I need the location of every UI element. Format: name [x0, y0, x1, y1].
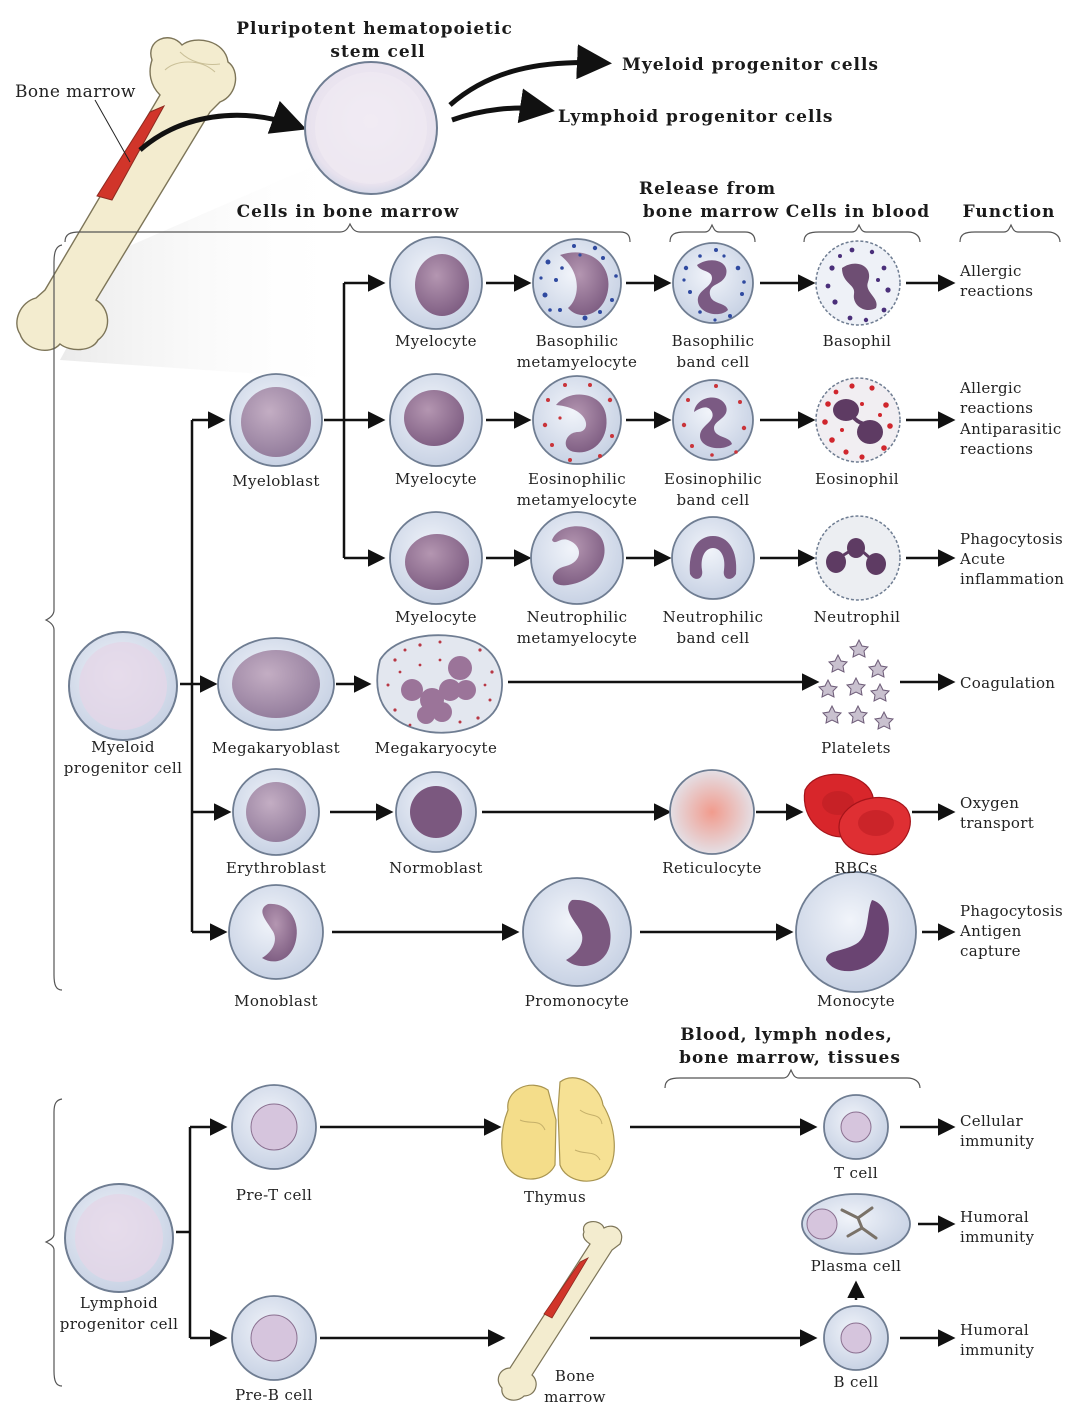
header-braces [64, 222, 1061, 1089]
eosinophil-cell [815, 377, 901, 463]
lymphoid-connectors [176, 1118, 956, 1347]
myelocyte-cell-3 [389, 511, 483, 605]
promonocyte-cell [522, 877, 632, 987]
header-blood-lymph: Blood, lymph nodes, bone marrow, tissues [679, 1025, 901, 1068]
label-thymus: Thymus [524, 1188, 586, 1206]
myelocyte-cell-1 [389, 236, 483, 330]
myeloid-connectors [180, 274, 956, 941]
rbc-cells [803, 773, 911, 856]
label-reticulocyte: Reticulocyte [662, 859, 761, 877]
header-release: Release from bone marrow [639, 179, 783, 222]
pre-t-cell [231, 1084, 317, 1170]
label-plasma-cell: Plasma cell [811, 1257, 902, 1275]
myeloblast-cell [229, 373, 323, 467]
label-myelocyte-3: Myelocyte [395, 608, 477, 626]
myeloid-progenitors-label: Myeloid progenitor cells [622, 55, 879, 75]
megakaryocyte-cell [376, 634, 503, 734]
label-pre-t: Pre-T cell [236, 1186, 312, 1204]
large-bone-illustration [16, 37, 350, 380]
label-monocyte: Monocyte [817, 992, 895, 1010]
to-lymphoid-arrow [451, 88, 555, 124]
label-basophil: Basophil [823, 332, 892, 350]
small-bone-illustration [497, 1221, 623, 1401]
header-cells-in-bone-marrow: Cells in bone marrow [237, 202, 460, 222]
label-normoblast: Normoblast [389, 859, 483, 877]
label-rbcs: RBCs [834, 859, 877, 877]
label-pre-b: Pre-B cell [235, 1386, 313, 1404]
label-myelocyte-1: Myelocyte [395, 332, 477, 350]
basophilic-metamyelocyte-cell [532, 238, 622, 328]
bone-marrow-pointer [94, 99, 131, 163]
bone-to-stem-arrow [138, 100, 307, 152]
label-megakaryoblast: Megakaryoblast [212, 739, 340, 757]
eosinophilic-band-cell [672, 379, 754, 461]
megakaryoblast-cell [217, 637, 335, 731]
erythroblast-cell [232, 768, 320, 856]
to-myeloid-arrow [448, 44, 612, 107]
lymphoid-progenitors-label: Lymphoid progenitor cells [558, 107, 833, 127]
t-cell [823, 1094, 889, 1160]
thymus-organ [501, 1077, 615, 1182]
label-erythroblast: Erythroblast [226, 859, 326, 877]
label-b-cell: B cell [833, 1373, 878, 1391]
label-myeloblast: Myeloblast [232, 472, 320, 490]
neutrophilic-metamyelocyte-cell [530, 511, 624, 605]
label-promonocyte: Promonocyte [525, 992, 629, 1010]
neutrophilic-band-cell [671, 516, 755, 600]
label-platelets: Platelets [821, 739, 891, 757]
header-function: Function [963, 202, 1056, 222]
lymphoid-brace [44, 1098, 63, 1387]
label-megakaryocyte: Megakaryocyte [375, 739, 497, 757]
bone-marrow-label: Bone marrow [15, 82, 136, 102]
monocyte-cell [795, 871, 917, 993]
label-monoblast: Monoblast [234, 992, 318, 1010]
label-t-cell: T cell [834, 1164, 878, 1182]
basophilic-band-cell [672, 242, 754, 324]
lymphoid-progenitor-cell [64, 1183, 174, 1293]
myeloid-progenitor-cell [68, 631, 178, 741]
normoblast-cell [395, 771, 477, 853]
plasma-cell [801, 1193, 911, 1255]
eosinophilic-metamyelocyte-cell [532, 375, 622, 465]
myelocyte-cell-2 [389, 373, 483, 467]
header-cells-in-blood: Cells in blood [786, 202, 930, 222]
b-cell [823, 1305, 889, 1371]
function-platelets: Coagulation [960, 674, 1055, 692]
label-eosinophil: Eosinophil [815, 470, 899, 488]
platelets-cluster [817, 638, 895, 730]
neutrophil-cell [815, 515, 901, 601]
basophil-cell [815, 240, 901, 326]
pre-b-cell [231, 1295, 317, 1381]
label-myelocyte-2: Myelocyte [395, 470, 477, 488]
monoblast-cell [228, 884, 324, 980]
label-neutrophil: Neutrophil [814, 608, 901, 626]
myeloid-brace [44, 244, 63, 991]
reticulocyte-cell [669, 769, 755, 855]
stem-cell-label: Pluripotent hematopoietic stem cell [236, 19, 520, 62]
